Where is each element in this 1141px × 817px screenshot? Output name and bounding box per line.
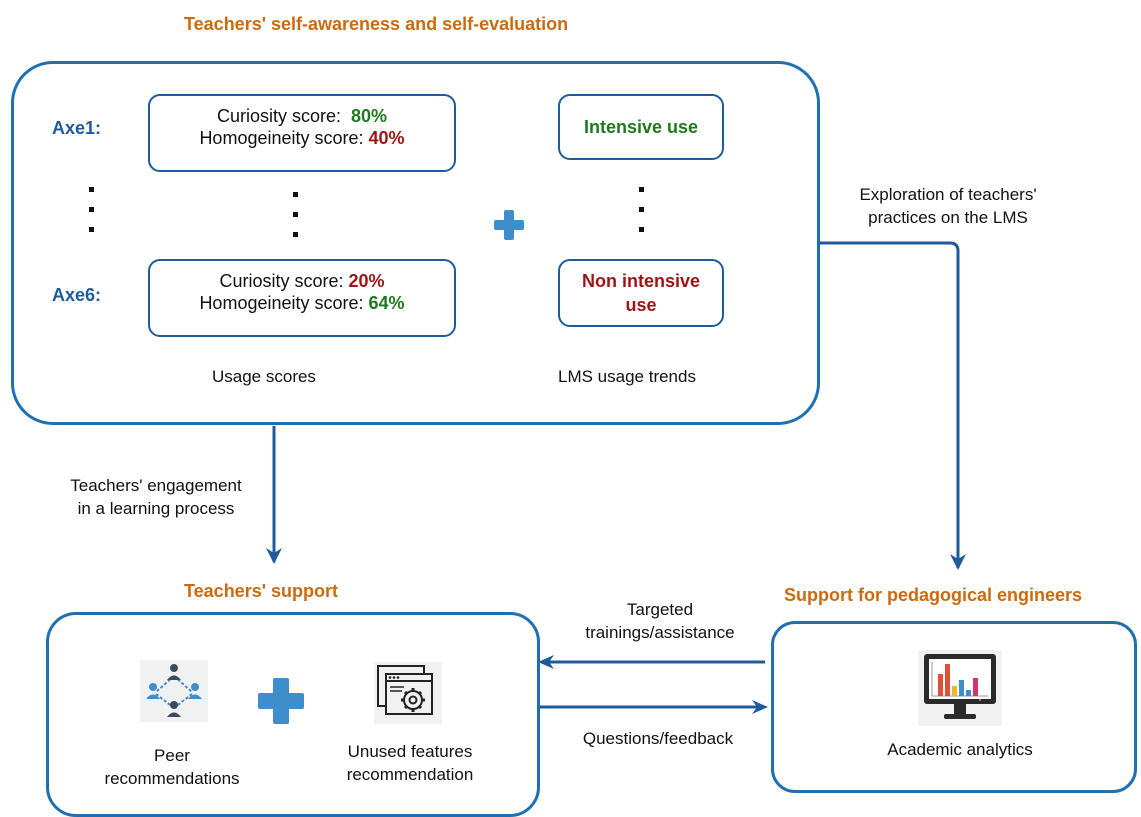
homogeneity-label: Homogeineity score: [199, 128, 364, 148]
questions-label: Questions/feedback [582, 729, 734, 748]
support-title: Teachers' support [184, 581, 338, 601]
curiosity-label: Curiosity score: [216, 106, 341, 126]
curiosity-value: 20% [348, 271, 385, 291]
engagement-line1: Teachers' engagement [70, 476, 242, 495]
targeted-line1: Targeted [626, 600, 694, 619]
teachers-support-box [46, 612, 540, 817]
homogeneity-value: 64% [368, 293, 405, 313]
plus-icon [258, 678, 304, 724]
exploration-arrow [820, 241, 960, 568]
axe1-label: Axe1: [52, 118, 102, 138]
peer-line2: recommendations [104, 769, 240, 788]
exploration-line2: practices on the LMS [868, 208, 1028, 227]
exploration-label: Exploration of teachers' practices on th… [843, 183, 1053, 229]
axe6-score-box: Curiosity score: 20% Homogeineity score:… [148, 259, 456, 337]
plus-icon [494, 210, 524, 240]
targeted-label: Targeted trainings/assistance [570, 598, 750, 644]
intensive-use-label: Intensive use [583, 117, 699, 137]
top-title: Teachers' self-awareness and self-evalua… [184, 14, 569, 34]
usage-scores-label: Usage scores [212, 367, 316, 386]
homogeneity-label: Homogeineity score: [199, 293, 364, 313]
people-network-icon [140, 660, 208, 722]
non-intensive-line1: Non intensive [581, 271, 701, 291]
peer-label: Peer recommendations [92, 744, 252, 790]
homogeneity-value: 40% [368, 128, 405, 148]
academic-analytics-label: Academic analytics [887, 740, 1033, 759]
non-intensive-use-box: Non intensive use [558, 259, 724, 327]
lms-usage-trends-label: LMS usage trends [558, 367, 696, 386]
settings-window-icon [374, 662, 442, 724]
axe1-score-box: Curiosity score: 80% Homogeineity score:… [148, 94, 456, 172]
exploration-line1: Exploration of teachers' [859, 185, 1037, 204]
engineers-title: Support for pedagogical engineers [784, 585, 1083, 605]
peer-line1: Peer [154, 746, 190, 765]
monitor-chart-icon [918, 650, 1002, 726]
intensive-use-box: Intensive use [558, 94, 724, 160]
axe6-label: Axe6: [52, 285, 102, 305]
curiosity-value: 80% [351, 106, 388, 126]
unused-line2: recommendation [346, 765, 474, 784]
engagement-label: Teachers' engagement in a learning proce… [46, 474, 266, 520]
curiosity-label: Curiosity score: [219, 271, 344, 291]
unused-line1: Unused features [347, 742, 473, 761]
targeted-line2: trainings/assistance [585, 623, 735, 642]
engagement-line2: in a learning process [77, 499, 235, 518]
unused-features-label: Unused features recommendation [330, 740, 490, 786]
non-intensive-line2: use [625, 295, 657, 315]
